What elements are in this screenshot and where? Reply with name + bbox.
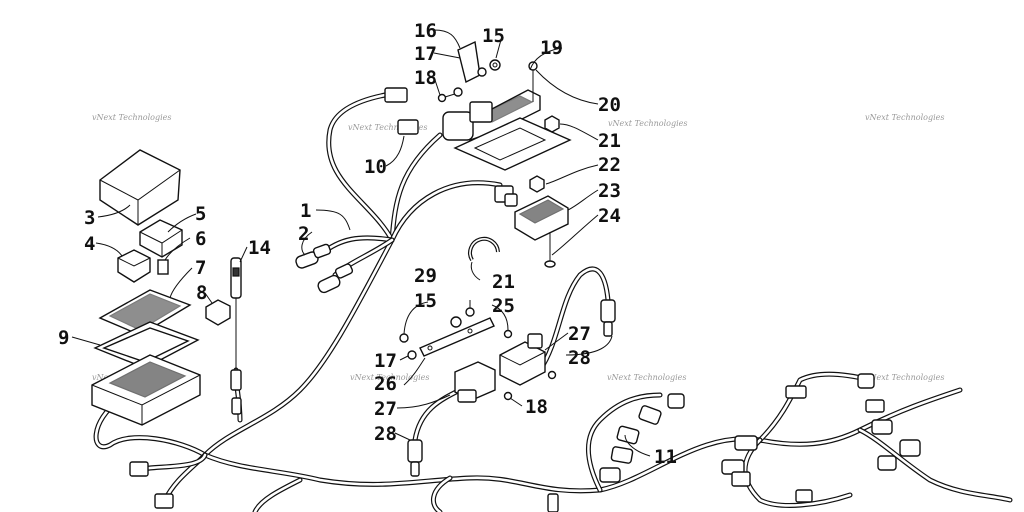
leader-lines	[71, 29, 651, 457]
watermark: vNext Technologies	[865, 113, 944, 122]
bolt-24	[544, 232, 556, 268]
washer-15	[489, 59, 501, 71]
callout-5: 5	[195, 203, 206, 225]
ecu-bracket	[453, 117, 572, 171]
connector-rr	[494, 185, 518, 207]
bolt-18	[437, 87, 463, 103]
callout-21-mid: 21	[492, 271, 515, 293]
callout-3: 3	[84, 207, 95, 229]
bolt-18-mid	[503, 370, 557, 401]
watermark: vNext Technologies	[348, 123, 427, 132]
callout-24: 24	[598, 205, 621, 227]
callout-1: 1	[300, 200, 311, 222]
callout-8: 8	[196, 282, 207, 304]
spark-cap-28-right	[600, 299, 616, 337]
callout-15-mid: 15	[414, 290, 437, 312]
callout-17-top: 17	[414, 43, 437, 65]
connectors-11	[599, 393, 685, 483]
washer-17-mid	[407, 350, 417, 360]
watermark: vNext Technologies	[865, 373, 944, 382]
callout-21-top: 21	[598, 130, 621, 152]
callout-11: 11	[654, 446, 677, 468]
callouts: 1 2 3 4 5 6 7 8 9 10 11 14 15 15 16 17 1…	[58, 20, 677, 468]
callout-20: 20	[598, 94, 621, 116]
coil-27-right	[499, 333, 546, 386]
callout-18-mid: 18	[525, 396, 548, 418]
callout-26: 26	[374, 373, 397, 395]
callout-22: 22	[598, 154, 621, 176]
bolt-25	[503, 329, 513, 339]
callout-23: 23	[598, 180, 621, 202]
callout-27-left: 27	[374, 398, 397, 420]
clamp-29	[468, 236, 500, 262]
watermark: vNext Technologies	[350, 373, 429, 382]
callout-10: 10	[364, 156, 387, 178]
callout-15-top: 15	[482, 25, 505, 47]
sensor-14	[230, 257, 242, 415]
connector-10	[384, 87, 419, 135]
callout-17-mid: 17	[374, 350, 397, 372]
callout-27-right: 27	[568, 323, 591, 345]
callout-25: 25	[492, 295, 515, 317]
spark-cap-28-left	[407, 439, 423, 477]
fuse-box-cover	[99, 149, 181, 226]
callout-4: 4	[84, 233, 95, 255]
relay-4	[117, 249, 151, 283]
callout-9: 9	[58, 327, 69, 349]
callout-16: 16	[414, 20, 437, 42]
fuse-panel-7	[98, 289, 192, 336]
nut-21-mid	[465, 307, 475, 317]
callout-29: 29	[414, 265, 437, 287]
bracket-16	[457, 40, 481, 84]
regulator-23	[514, 195, 569, 241]
callout-6: 6	[195, 228, 206, 250]
fuse-block	[91, 354, 201, 426]
callout-2: 2	[298, 223, 309, 245]
callout-7: 7	[195, 257, 206, 279]
connector-2	[295, 243, 354, 294]
callout-19: 19	[540, 37, 563, 59]
mount-plate-26	[419, 317, 495, 357]
connector-8	[205, 299, 231, 326]
callout-28-left: 28	[374, 423, 397, 445]
callout-14: 14	[248, 237, 271, 259]
gasket-9	[93, 321, 200, 369]
washer-15-mid	[399, 316, 462, 343]
wiring-harness	[93, 92, 1013, 512]
fuse-6	[157, 259, 169, 275]
coil-27-left	[454, 361, 496, 403]
watermark: vNext Technologies	[608, 119, 687, 128]
watermark: vNext Technologies	[607, 373, 686, 382]
callout-28-right: 28	[568, 347, 591, 369]
callout-18-top: 18	[414, 67, 437, 89]
nut-22	[529, 175, 545, 193]
washer-17	[477, 67, 487, 77]
watermark: vNext Technologies	[92, 113, 171, 122]
connectors-right	[129, 373, 921, 512]
nut-21	[544, 115, 560, 133]
